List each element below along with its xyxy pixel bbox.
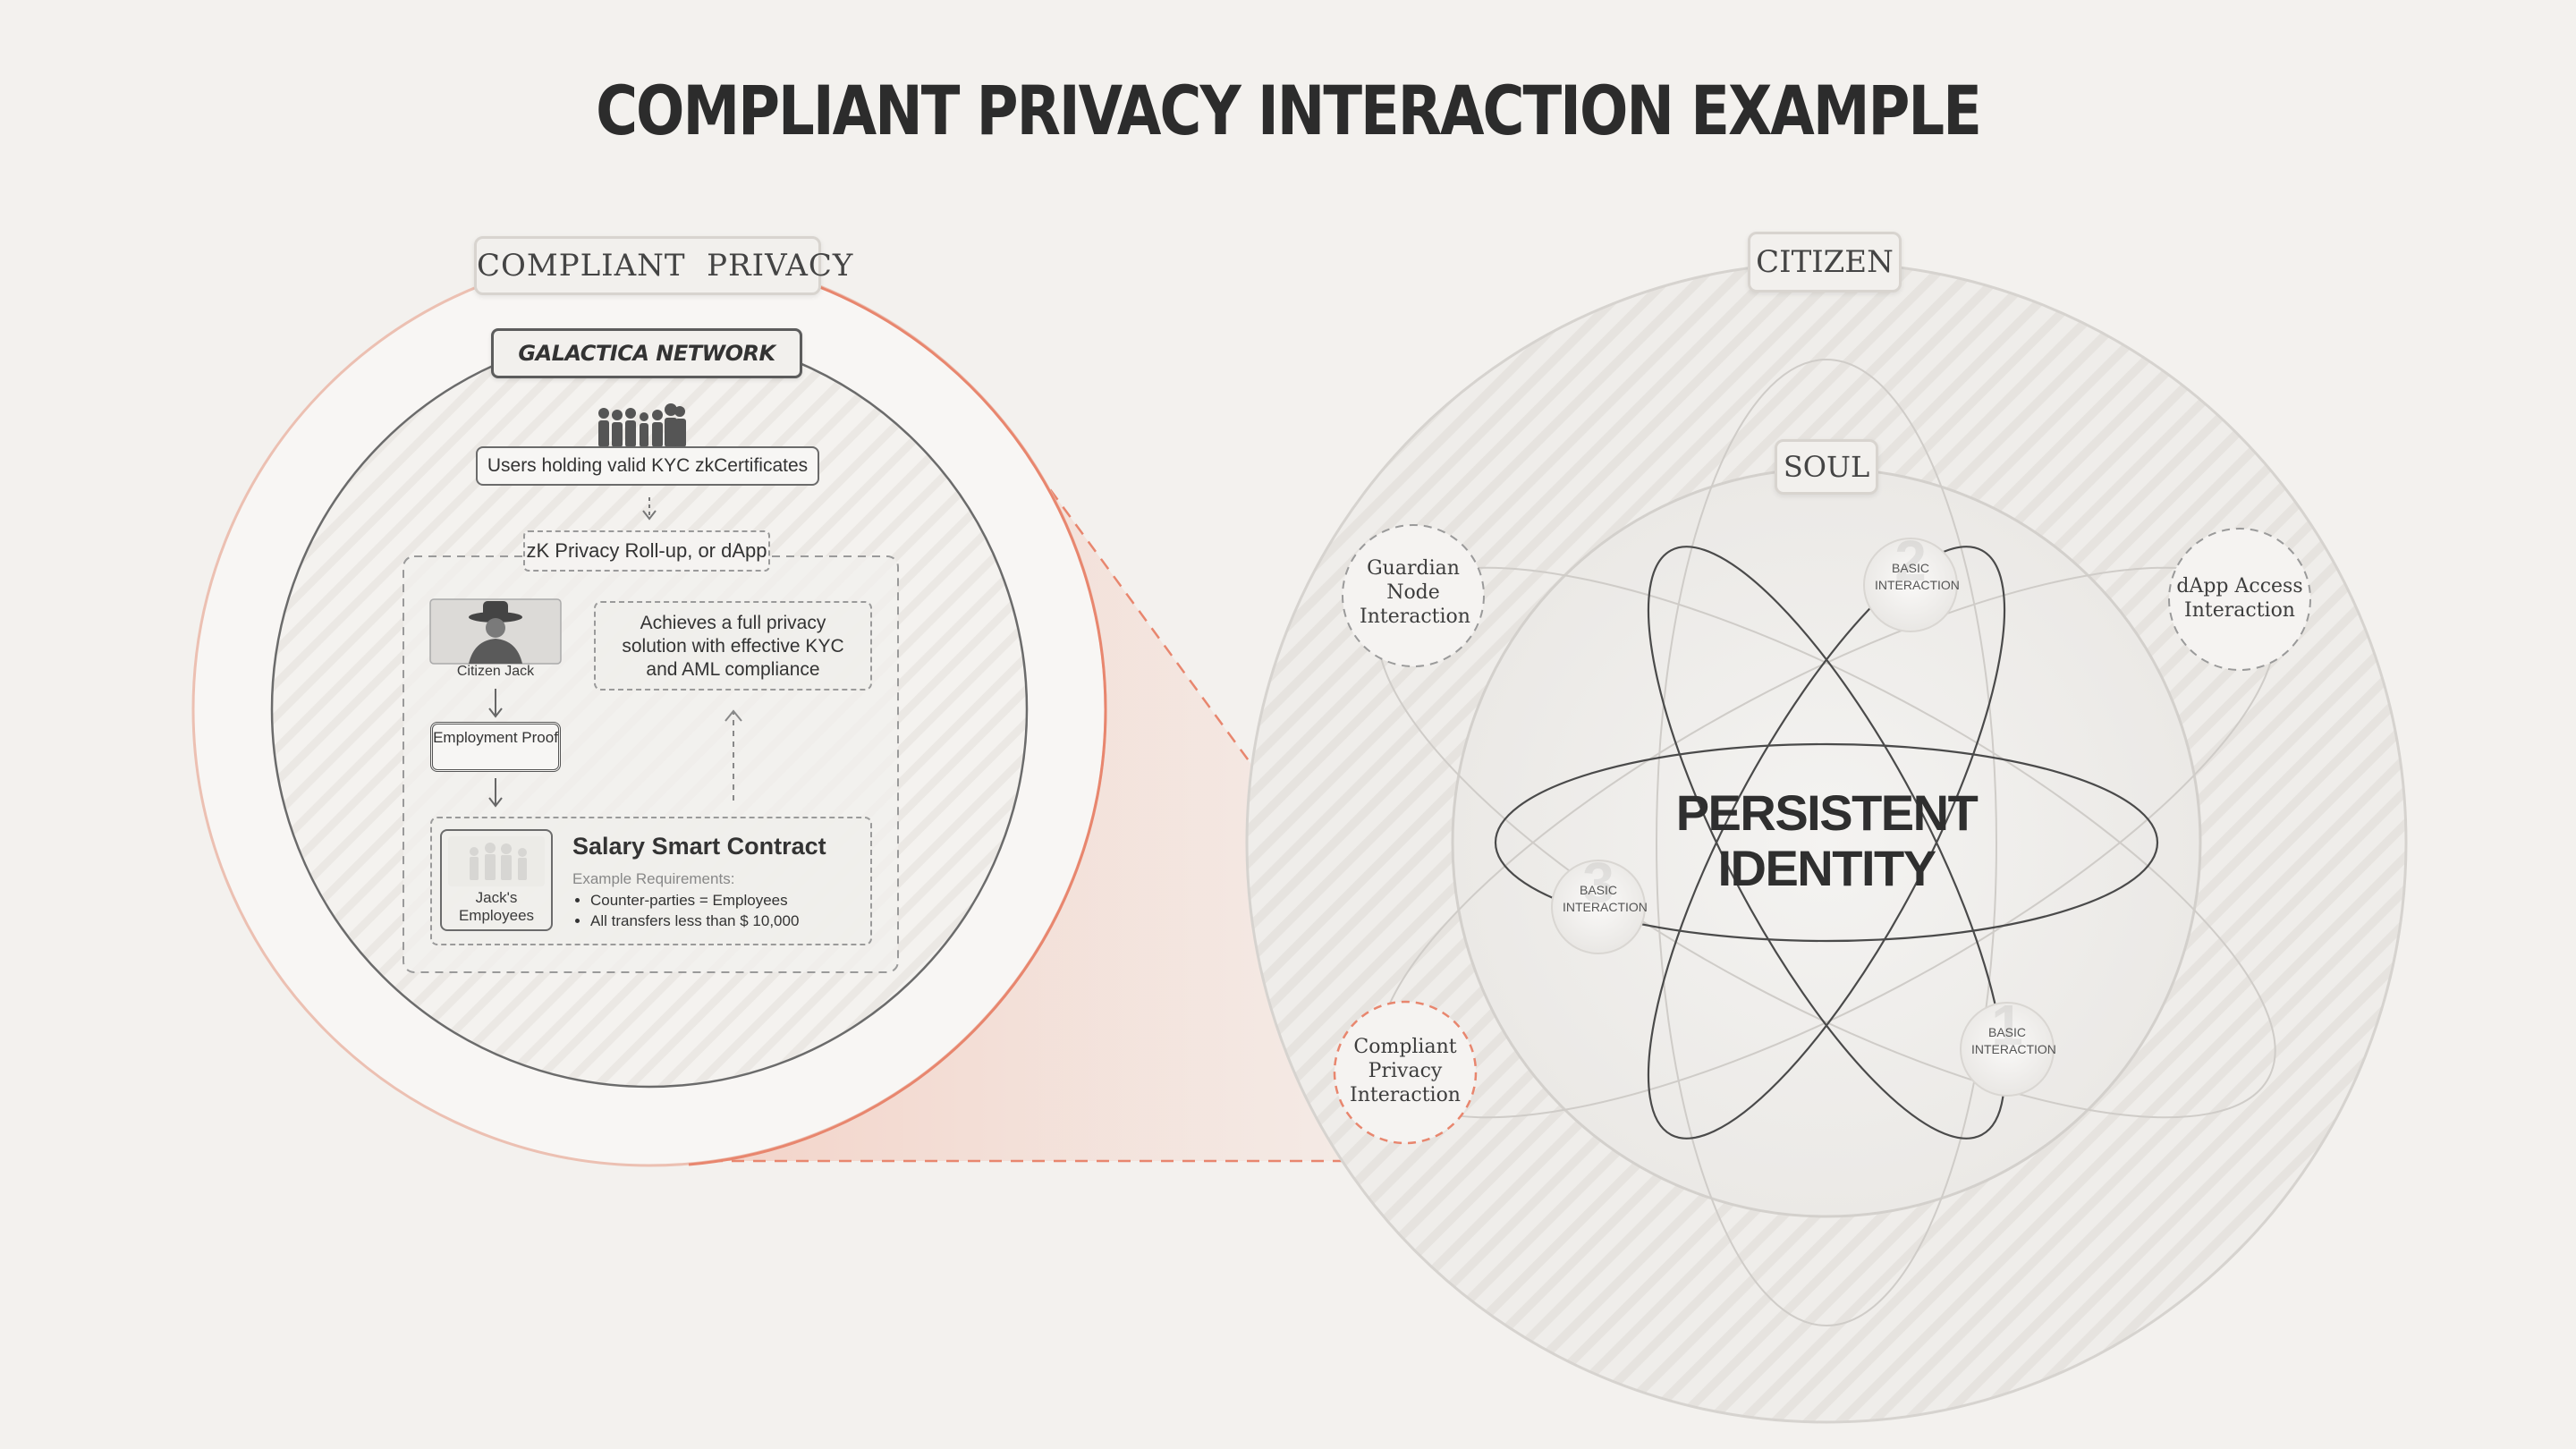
page-title: COMPLIANT PRIVACY INTERACTION EXAMPLE: [596, 72, 1982, 151]
privacy-solution-box: Achieves a full privacy solution with ef…: [594, 601, 872, 691]
guardian-node-label: Guardian Node Interaction: [1360, 557, 1470, 628]
basic-label: BASIC INTERACTION: [1875, 561, 1960, 592]
users-box: Users holding valid KYC zkCertificates: [476, 446, 819, 486]
citizen-tag: CITIZEN: [1748, 232, 1902, 292]
basic-interaction-2: 2 BASIC INTERACTION: [1866, 532, 1960, 594]
requirements-list: Counter-parties = Employees All transfer…: [571, 890, 799, 931]
citizen-label: CITIZEN: [1756, 244, 1894, 280]
employees-label: Jack's Employees: [458, 889, 535, 924]
salary-contract-box: Salary Smart Contract Example Requiremen…: [430, 817, 872, 945]
dapp-node: [2168, 528, 2311, 671]
compliant-node-label: Compliant Privacy Interaction: [1350, 1036, 1461, 1106]
atom-orbits: [1494, 546, 2159, 1140]
compliant-privacy-tag: COMPLIANT PRIVACY: [474, 236, 852, 295]
users-label: Users holding valid KYC zkCertificates: [487, 455, 809, 476]
requirements-subtitle: Example Requirements:: [572, 870, 735, 887]
guardian-node: [1342, 524, 1485, 667]
persistent-identity-text: PERSISTENT IDENTITY: [1675, 784, 1979, 896]
basic-interaction-node: [1960, 1002, 2055, 1097]
basic-interaction-node: [1551, 860, 1646, 954]
salary-contract-title: Salary Smart Contract: [572, 833, 826, 860]
network-logo-box: GALACTICA NETWORK: [491, 328, 802, 378]
rollup-label-box: zK Privacy Roll-up, or dApp: [523, 530, 770, 572]
dapp-node-label: dApp Access Interaction: [2176, 575, 2303, 622]
basic-label: BASIC INTERACTION: [1563, 883, 1648, 914]
compliant-node: [1333, 1000, 1478, 1145]
employment-proof-box: Employment Proof: [430, 722, 561, 772]
rollup-label: zK Privacy Roll-up, or dApp: [526, 539, 767, 562]
requirement-item: All transfers less than $ 10,000: [590, 911, 799, 931]
soul-label: SOUL: [1783, 450, 1870, 484]
privacy-solution-text: Achieves a full privacy solution with ef…: [622, 613, 844, 680]
compliant-privacy-label: COMPLIANT PRIVACY: [477, 248, 854, 284]
employment-proof-label: Employment Proof: [433, 729, 558, 746]
requirement-item: Counter-parties = Employees: [590, 890, 799, 911]
galactica-network-logo: GALACTICA NETWORK: [518, 341, 775, 366]
basic-interaction-1: 1 BASIC INTERACTION: [1962, 996, 2056, 1058]
people-group-icon: [598, 403, 686, 447]
citizen-jack-label: Citizen Jack: [456, 664, 535, 679]
soul-tag: SOUL: [1775, 439, 1878, 495]
person-with-hat-icon: [469, 601, 522, 664]
employees-box: [440, 829, 553, 931]
basic-interaction-node: [1863, 538, 1958, 632]
basic-interaction-3: 3 BASIC INTERACTION: [1554, 854, 1648, 916]
basic-label: BASIC INTERACTION: [1971, 1025, 2056, 1056]
